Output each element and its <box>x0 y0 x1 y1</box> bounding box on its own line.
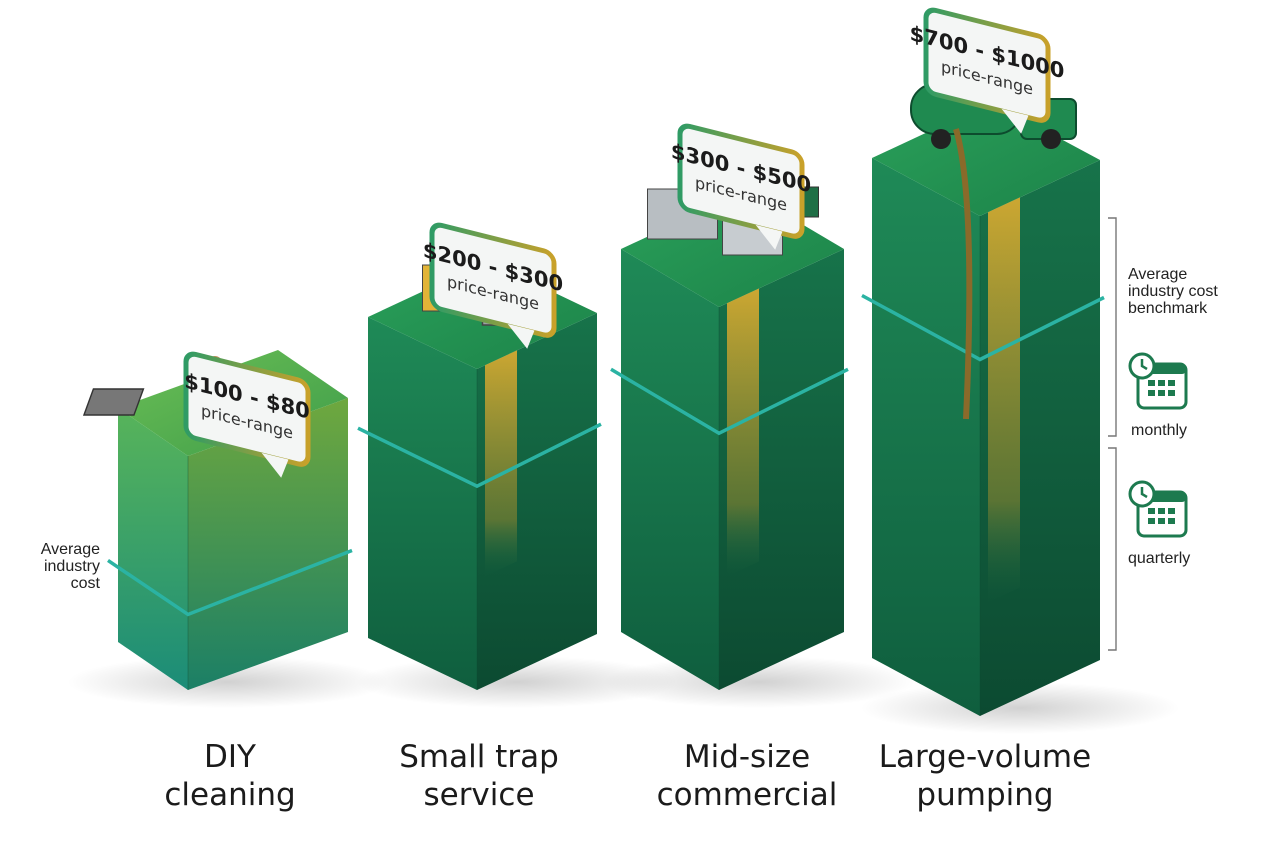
bubble-body <box>677 123 805 239</box>
benchmark-line <box>107 548 353 617</box>
category-line: Large-volume <box>878 739 1092 775</box>
bubble-tail <box>755 224 783 250</box>
category-line: Small trap <box>399 739 559 775</box>
category-line: Mid-size <box>683 739 811 775</box>
category-line: DIY <box>204 739 256 775</box>
drain-grate <box>82 388 145 416</box>
bar-cutaway <box>727 288 759 577</box>
bar-2 <box>610 191 849 690</box>
annotation-line: cost <box>70 575 100 592</box>
bar-face-front <box>621 249 719 690</box>
bubble-body <box>429 222 557 338</box>
bar-face-side <box>188 398 348 690</box>
bar-cutaway <box>485 350 517 577</box>
category-label-mid-size: Mid-size commercial <box>617 738 877 814</box>
wheel <box>1041 129 1061 149</box>
benchmark-line <box>357 422 602 489</box>
bubble-body <box>183 351 311 467</box>
annotation-line: Average <box>1128 266 1188 283</box>
bar-cutaway <box>988 197 1020 603</box>
bubble-tail <box>1001 108 1029 134</box>
calendar-clock-icon <box>1128 352 1188 410</box>
bar-shadow <box>67 656 389 708</box>
category-label-large-volume: Large-volume pumping <box>855 738 1115 814</box>
annotation-line: industry cost <box>1128 283 1218 300</box>
bubble-tail <box>507 323 535 349</box>
bubble-tail <box>261 452 289 478</box>
annotation-line: Average <box>40 541 100 558</box>
bar-1 <box>357 261 602 690</box>
bar-face-front <box>368 317 477 690</box>
category-label-diy: DIY cleaning <box>100 738 360 814</box>
bubble-body <box>923 7 1051 123</box>
category-line: commercial <box>656 777 838 813</box>
bracket-bottom <box>1108 447 1117 651</box>
benchmark-line <box>610 367 849 436</box>
annotation-line: benchmark <box>1128 300 1208 317</box>
bar-face-front <box>872 158 980 716</box>
right-benchmark-annotation: Average industry cost benchmark <box>1128 266 1258 317</box>
wheel <box>931 129 951 149</box>
bar-3 <box>861 102 1105 716</box>
hose <box>953 128 973 420</box>
frequency-monthly: monthly <box>1131 422 1188 439</box>
bracket-top <box>1108 217 1117 437</box>
category-line: service <box>423 777 535 813</box>
calendar-clock-icon <box>1128 480 1188 538</box>
annotation-line: industry <box>43 558 100 575</box>
frequency-quarterly: quarterly <box>1128 550 1191 567</box>
left-benchmark-annotation: Average industry cost <box>20 541 100 592</box>
category-line: pumping <box>916 777 1054 813</box>
bar-shadow <box>602 656 916 708</box>
bar-face-front <box>118 408 188 690</box>
benchmark-line <box>861 293 1105 362</box>
category-label-small-trap: Small trap service <box>349 738 609 814</box>
category-line: cleaning <box>164 777 296 813</box>
bar-shadow <box>860 682 1180 734</box>
